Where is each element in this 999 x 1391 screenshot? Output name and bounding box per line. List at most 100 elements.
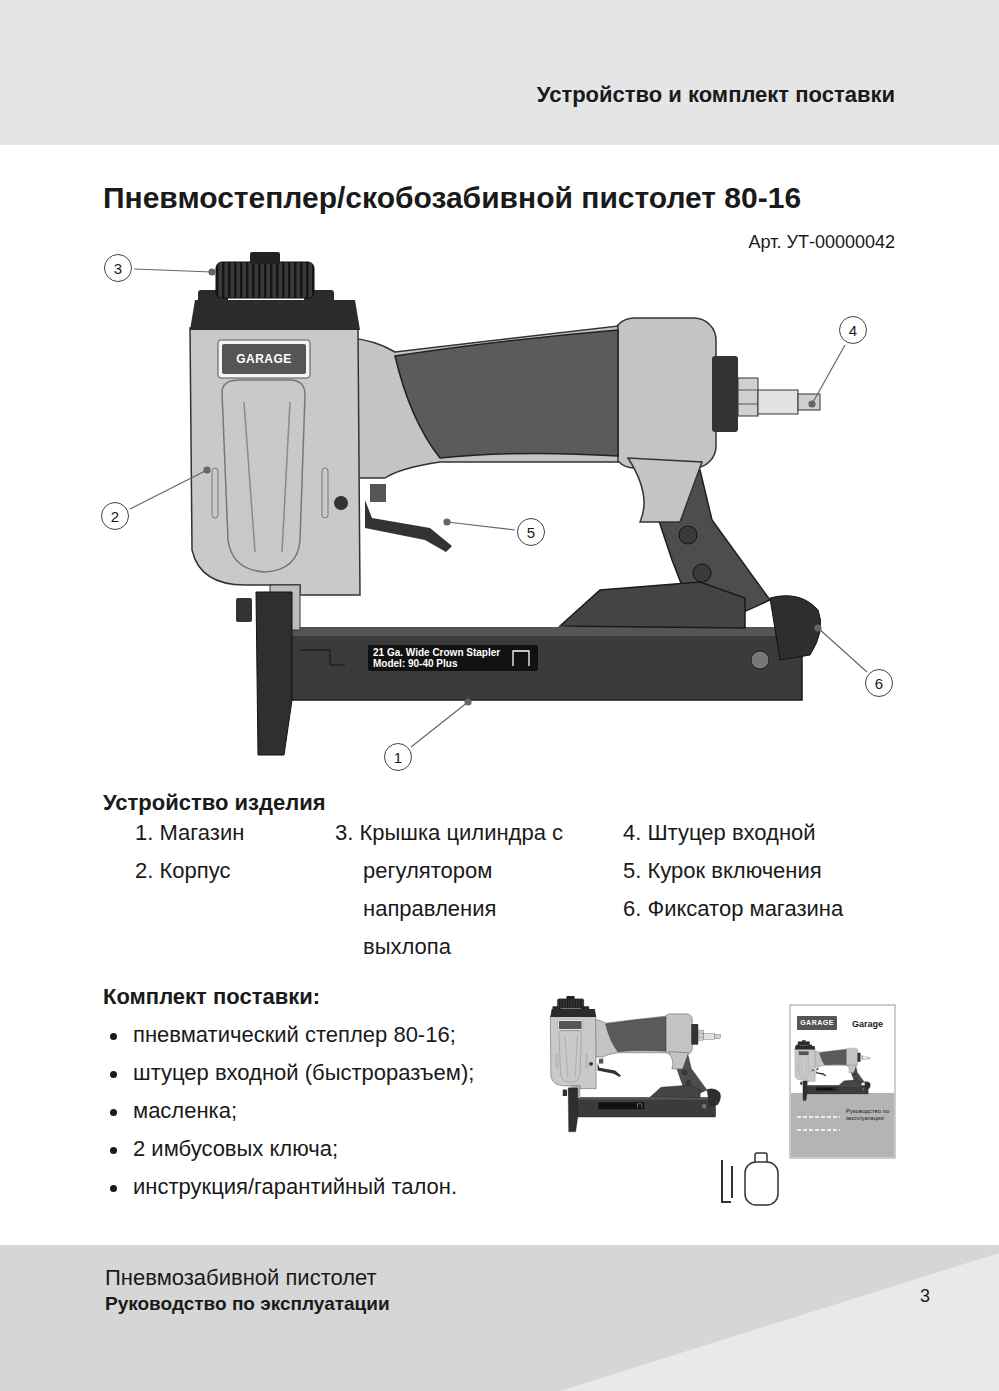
cover-logo: GARAGE bbox=[797, 1016, 837, 1030]
cap-nub bbox=[250, 252, 280, 264]
strut-bolt bbox=[693, 564, 711, 582]
depth-knob bbox=[236, 598, 252, 622]
magazine-latch bbox=[770, 596, 821, 660]
body-screw bbox=[334, 496, 348, 510]
logo-badge bbox=[222, 344, 306, 374]
kit-stapler bbox=[550, 996, 720, 1132]
article-number: Арт. УТ-00000042 bbox=[749, 231, 895, 253]
part-name: 2. Корпус bbox=[135, 852, 230, 890]
leader-dot bbox=[465, 699, 471, 705]
grip bbox=[395, 330, 618, 458]
leader-dot bbox=[209, 269, 215, 275]
cover-dashes bbox=[797, 1117, 840, 1130]
bullet-dot bbox=[110, 1109, 117, 1116]
kit-item: масленка; bbox=[133, 1092, 237, 1130]
trigger-spring bbox=[370, 484, 386, 502]
kit-item: штуцер входной (быстроразъем); bbox=[133, 1054, 474, 1092]
trigger bbox=[365, 500, 452, 552]
bullet-dot bbox=[110, 1147, 117, 1154]
part-name: 6. Фиксатор магазина bbox=[623, 890, 843, 928]
cover-badge bbox=[797, 1016, 837, 1030]
strut-bolt bbox=[679, 526, 697, 544]
section-heading: Устройство и комплект поставки bbox=[537, 82, 895, 108]
cover-stapler bbox=[795, 1040, 871, 1100]
body-loop bbox=[222, 380, 305, 572]
handle bbox=[350, 326, 618, 478]
hex-keys bbox=[722, 1160, 732, 1202]
band-shade bbox=[560, 1253, 999, 1391]
header-band: Устройство и комплект поставки bbox=[0, 0, 999, 145]
part-name: 3. Крышка цилиндра с регулятором направл… bbox=[335, 814, 580, 966]
body-slot bbox=[322, 468, 328, 518]
cylinder-base bbox=[190, 300, 360, 330]
section-heading: Устройство изделия bbox=[103, 790, 326, 816]
body-ribs bbox=[244, 402, 290, 552]
page-title: Пневмостеплер/скобозабивной пистолет 80-… bbox=[103, 180, 801, 216]
part-name: 1. Магазин bbox=[135, 814, 244, 852]
inlet-fitting bbox=[758, 390, 798, 414]
fitting-nut bbox=[738, 378, 758, 416]
callout-number: 1 bbox=[384, 743, 412, 771]
magazine bbox=[262, 628, 802, 700]
magazine-bolt bbox=[751, 651, 769, 669]
nut-lines bbox=[738, 390, 758, 404]
brand-logo: GARAGE bbox=[222, 344, 306, 374]
part-name: 4. Штуцер входной bbox=[623, 814, 816, 852]
model-text: 21 Ga. Wide Crown Stapler bbox=[373, 647, 500, 658]
hex-key bbox=[731, 1166, 733, 1198]
footer-band: Пневмозабивной пистолетРуководство по эк… bbox=[0, 1245, 999, 1391]
body bbox=[190, 328, 360, 595]
leader-line bbox=[812, 345, 845, 404]
leader-line bbox=[818, 628, 867, 672]
callout-number: 3 bbox=[104, 254, 132, 282]
cover-band bbox=[791, 1093, 894, 1157]
callout-text: 2 bbox=[111, 509, 119, 524]
leader-line bbox=[134, 269, 212, 272]
rear-neck bbox=[628, 458, 702, 522]
callout-number: 5 bbox=[517, 518, 545, 546]
leader-dot bbox=[444, 519, 450, 525]
kit-item: инструкция/гарантийный талон. bbox=[133, 1168, 457, 1206]
leader-lines bbox=[130, 269, 867, 747]
callout-number: 6 bbox=[865, 669, 893, 697]
kit-item: 2 имбусовых ключа; bbox=[133, 1130, 338, 1168]
pusher bbox=[560, 582, 745, 628]
rear-block bbox=[612, 318, 716, 468]
section-heading: Комплект поставки: bbox=[103, 984, 320, 1010]
staple-icon bbox=[513, 651, 529, 666]
leader-line bbox=[447, 522, 515, 530]
hex-key bbox=[722, 1160, 731, 1202]
leader-line bbox=[130, 470, 207, 509]
logo-plate bbox=[218, 340, 310, 378]
cover-text: Руководство по эксплуатации bbox=[846, 1108, 892, 1122]
end-cap bbox=[712, 356, 738, 432]
leader-dot bbox=[204, 467, 210, 473]
bullet-dot bbox=[110, 1071, 117, 1078]
cylinder-cap bbox=[216, 262, 314, 298]
callout-text: 5 bbox=[527, 525, 535, 540]
body-slot bbox=[212, 468, 218, 518]
callout-number: 2 bbox=[101, 502, 129, 530]
leader-dot bbox=[815, 625, 821, 631]
footer-manual: Руководство по эксплуатации bbox=[105, 1292, 390, 1315]
callout-text: 4 bbox=[849, 323, 857, 338]
manual-cover bbox=[790, 1005, 895, 1158]
kit-item: пневматический степлер 80-16; bbox=[133, 1016, 456, 1054]
page-number: 3 bbox=[920, 1285, 930, 1307]
callout-number: 4 bbox=[839, 316, 867, 344]
model-plate bbox=[368, 645, 538, 671]
model-text: Model: 90-40 Plus bbox=[373, 658, 457, 669]
stapler-drawing bbox=[190, 252, 821, 755]
magazine-detail bbox=[300, 650, 345, 665]
magazine-top bbox=[262, 628, 802, 636]
oiler bbox=[745, 1162, 778, 1205]
cover-title: Garage bbox=[852, 1019, 883, 1030]
part-name: 5. Курок включения bbox=[623, 852, 822, 890]
leader-dot bbox=[809, 401, 815, 407]
callout-text: 3 bbox=[114, 261, 122, 276]
bullet-dot bbox=[110, 1033, 117, 1040]
front-plate bbox=[256, 592, 292, 755]
callout-text: 6 bbox=[875, 676, 883, 691]
callout-text: 1 bbox=[394, 750, 402, 765]
